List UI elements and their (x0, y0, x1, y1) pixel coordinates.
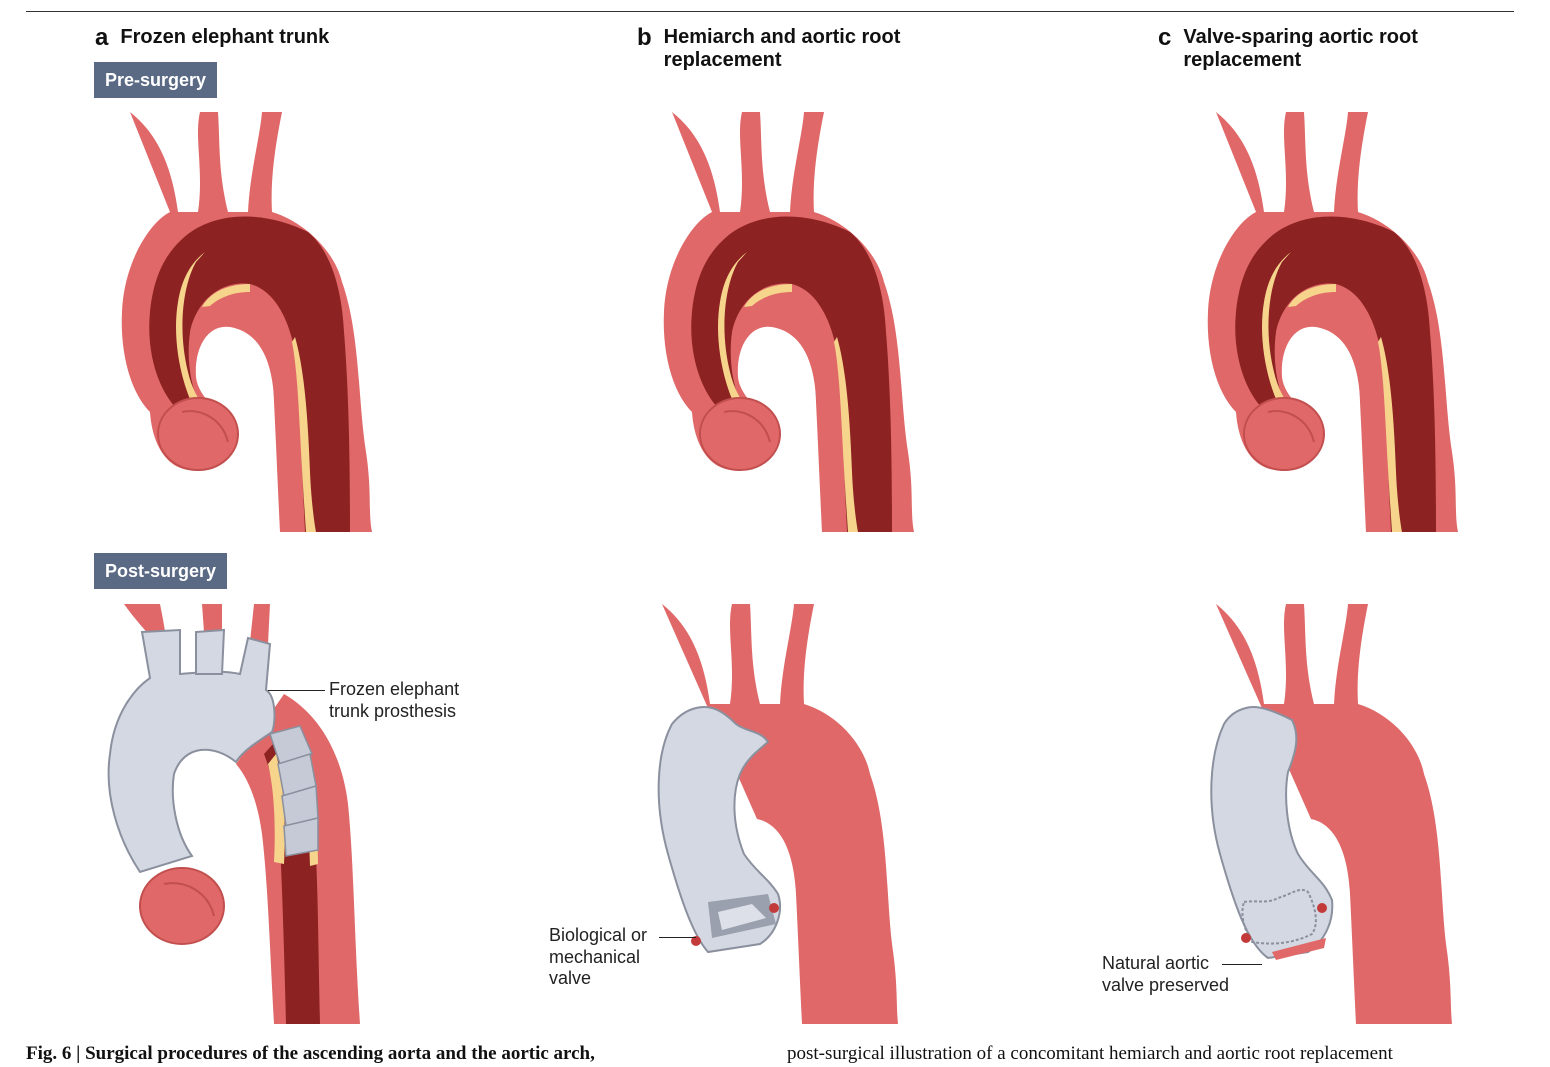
valve-callout-line1: Biological or (549, 925, 648, 945)
natural-valve-leader-line (1222, 964, 1262, 965)
panel-a-post-surgery-illustration (107, 604, 360, 1024)
panel-a-letter: a (95, 24, 109, 51)
natural-valve-callout: Natural aortic valve preserved (1102, 953, 1229, 996)
panel-a-heading: a Frozen elephant trunk (95, 24, 330, 51)
figure-caption-bold: Fig. 6 | Surgical procedures of the asce… (26, 1043, 595, 1064)
pre-surgery-tag: Pre-surgery (94, 62, 218, 98)
valve-callout-line3: valve (549, 968, 592, 988)
panel-a-pre-surgery-aorta-illustration (120, 111, 373, 533)
panel-b-pre-surgery-aorta-illustration (662, 111, 915, 533)
valve-callout: Biological or mechanical valve (549, 925, 647, 990)
panel-b-letter: b (637, 24, 652, 51)
panel-c-post-surgery-illustration (1210, 604, 1452, 1024)
post-surgery-tag: Post-surgery (94, 553, 228, 589)
panel-b-title-line2: replacement (663, 49, 782, 71)
natural-valve-callout-line2: valve preserved (1102, 974, 1230, 995)
natural-valve-callout-line1: Natural aortic (1102, 953, 1210, 973)
panel-c-title-line1: Valve-sparing aortic root (1183, 26, 1418, 48)
top-rule (26, 11, 1514, 12)
panel-a-title: Frozen elephant trunk (120, 26, 330, 48)
figure-caption-left: Fig. 6 | Surgical procedures of the asce… (26, 1043, 595, 1065)
valve-callout-line2: mechanical (549, 946, 641, 967)
fet-callout-line2: trunk prosthesis (329, 700, 457, 721)
panel-c-pre-surgery-aorta-illustration (1206, 111, 1459, 533)
fet-callout: Frozen elephant trunk prosthesis (329, 679, 459, 722)
panel-b-post-surgery-illustration (657, 604, 898, 1024)
panel-c-letter: c (1158, 24, 1172, 51)
fet-callout-line1: Frozen elephant (329, 679, 460, 699)
panel-b-title-line1: Hemiarch and aortic root (663, 26, 901, 48)
valve-leader-line (659, 937, 696, 938)
figure-caption-right: post-surgical illustration of a concomit… (787, 1043, 1393, 1064)
panel-c-title-line2: replacement (1183, 49, 1302, 71)
fet-leader-line (268, 690, 325, 691)
